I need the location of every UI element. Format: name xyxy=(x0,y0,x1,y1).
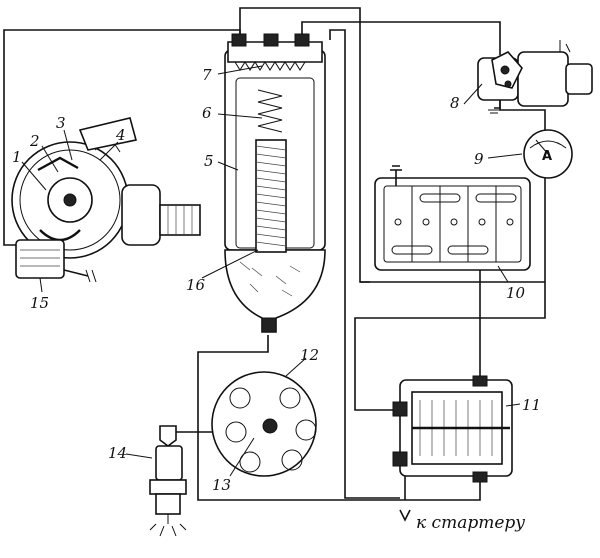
spark-plug xyxy=(149,425,187,537)
part-labels: 1 2 3 4 5 6 7 8 9 10 11 12 13 14 15 16 xyxy=(12,66,541,494)
label-16: 16 xyxy=(186,276,206,294)
label-3: 3 xyxy=(56,114,66,132)
label-12: 12 xyxy=(300,346,319,364)
starter-caption: к стартеру xyxy=(416,513,525,533)
distributor-cap xyxy=(211,371,317,477)
starter-relay xyxy=(392,375,513,483)
wire-coil-to-distributor xyxy=(3,29,241,246)
label-2: 2 xyxy=(29,132,40,150)
label-1: 1 xyxy=(12,148,22,166)
label-9: 9 xyxy=(474,150,484,168)
wire-coil-to-top-bus xyxy=(301,21,501,55)
wire-ammeter-to-relay xyxy=(354,170,546,411)
label-11: 11 xyxy=(522,396,541,414)
wire-starter-arrow xyxy=(399,509,411,522)
label-7: 7 xyxy=(202,66,212,84)
wire-coil-top-loop xyxy=(239,7,361,38)
label-5: 5 xyxy=(204,152,214,170)
label-4: 4 xyxy=(115,126,126,144)
wire-top-bus-right-down xyxy=(359,22,370,283)
battery xyxy=(374,165,531,271)
label-14: 14 xyxy=(108,444,127,462)
ammeter: A xyxy=(523,129,573,179)
ignition-coil xyxy=(224,33,326,333)
ignition-switch xyxy=(477,40,593,114)
leader-lines xyxy=(21,65,523,477)
distributor xyxy=(11,117,201,283)
label-13: 13 xyxy=(212,476,231,494)
label-15: 15 xyxy=(30,294,49,312)
label-8: 8 xyxy=(450,94,460,112)
label-10: 10 xyxy=(506,284,526,302)
label-6: 6 xyxy=(202,104,212,122)
ammeter-symbol: A xyxy=(542,149,552,164)
wire-ht-coil-to-cap xyxy=(197,335,345,501)
wire-coil-right-down xyxy=(329,29,400,499)
